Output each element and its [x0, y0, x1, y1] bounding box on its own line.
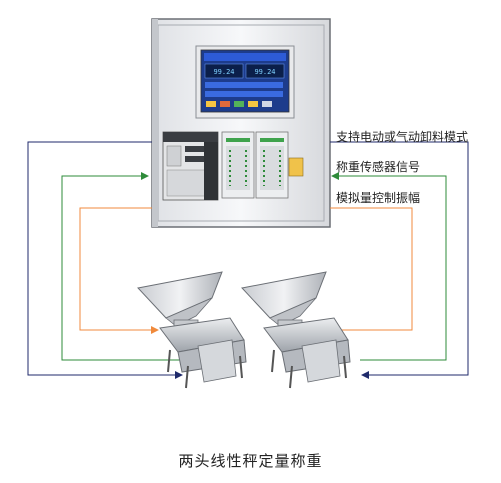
annotation-load-cell: 称重传感器信号: [336, 160, 421, 174]
orange-signal-line-right: [329, 207, 413, 334]
weighing-module-1: [221, 131, 255, 199]
orange-signal-line-left: [79, 207, 159, 334]
screen-right-reading: 99.24: [254, 68, 275, 76]
linear-weigher-1: [137, 271, 247, 389]
linear-weigher-2: [241, 271, 351, 389]
diagram-caption: 两头线性秤定量称重: [178, 452, 323, 470]
green-signal-line-right: [331, 172, 447, 361]
hmi-touch-screen: 99.24 99.24: [195, 45, 295, 119]
navy-signal-line-right: [330, 141, 469, 379]
annotation-drive-mode: 支持电动或气动卸料模式: [336, 130, 469, 144]
green-signal-line-left: [61, 172, 182, 361]
connector-terminal: [288, 157, 304, 177]
annotation-analog: 模拟量控制振幅: [336, 191, 421, 205]
navy-signal-line-left: [27, 141, 183, 379]
screen-left-reading: 99.24: [213, 68, 234, 76]
weighing-module-2: [255, 131, 289, 199]
plc-module: [162, 131, 219, 201]
